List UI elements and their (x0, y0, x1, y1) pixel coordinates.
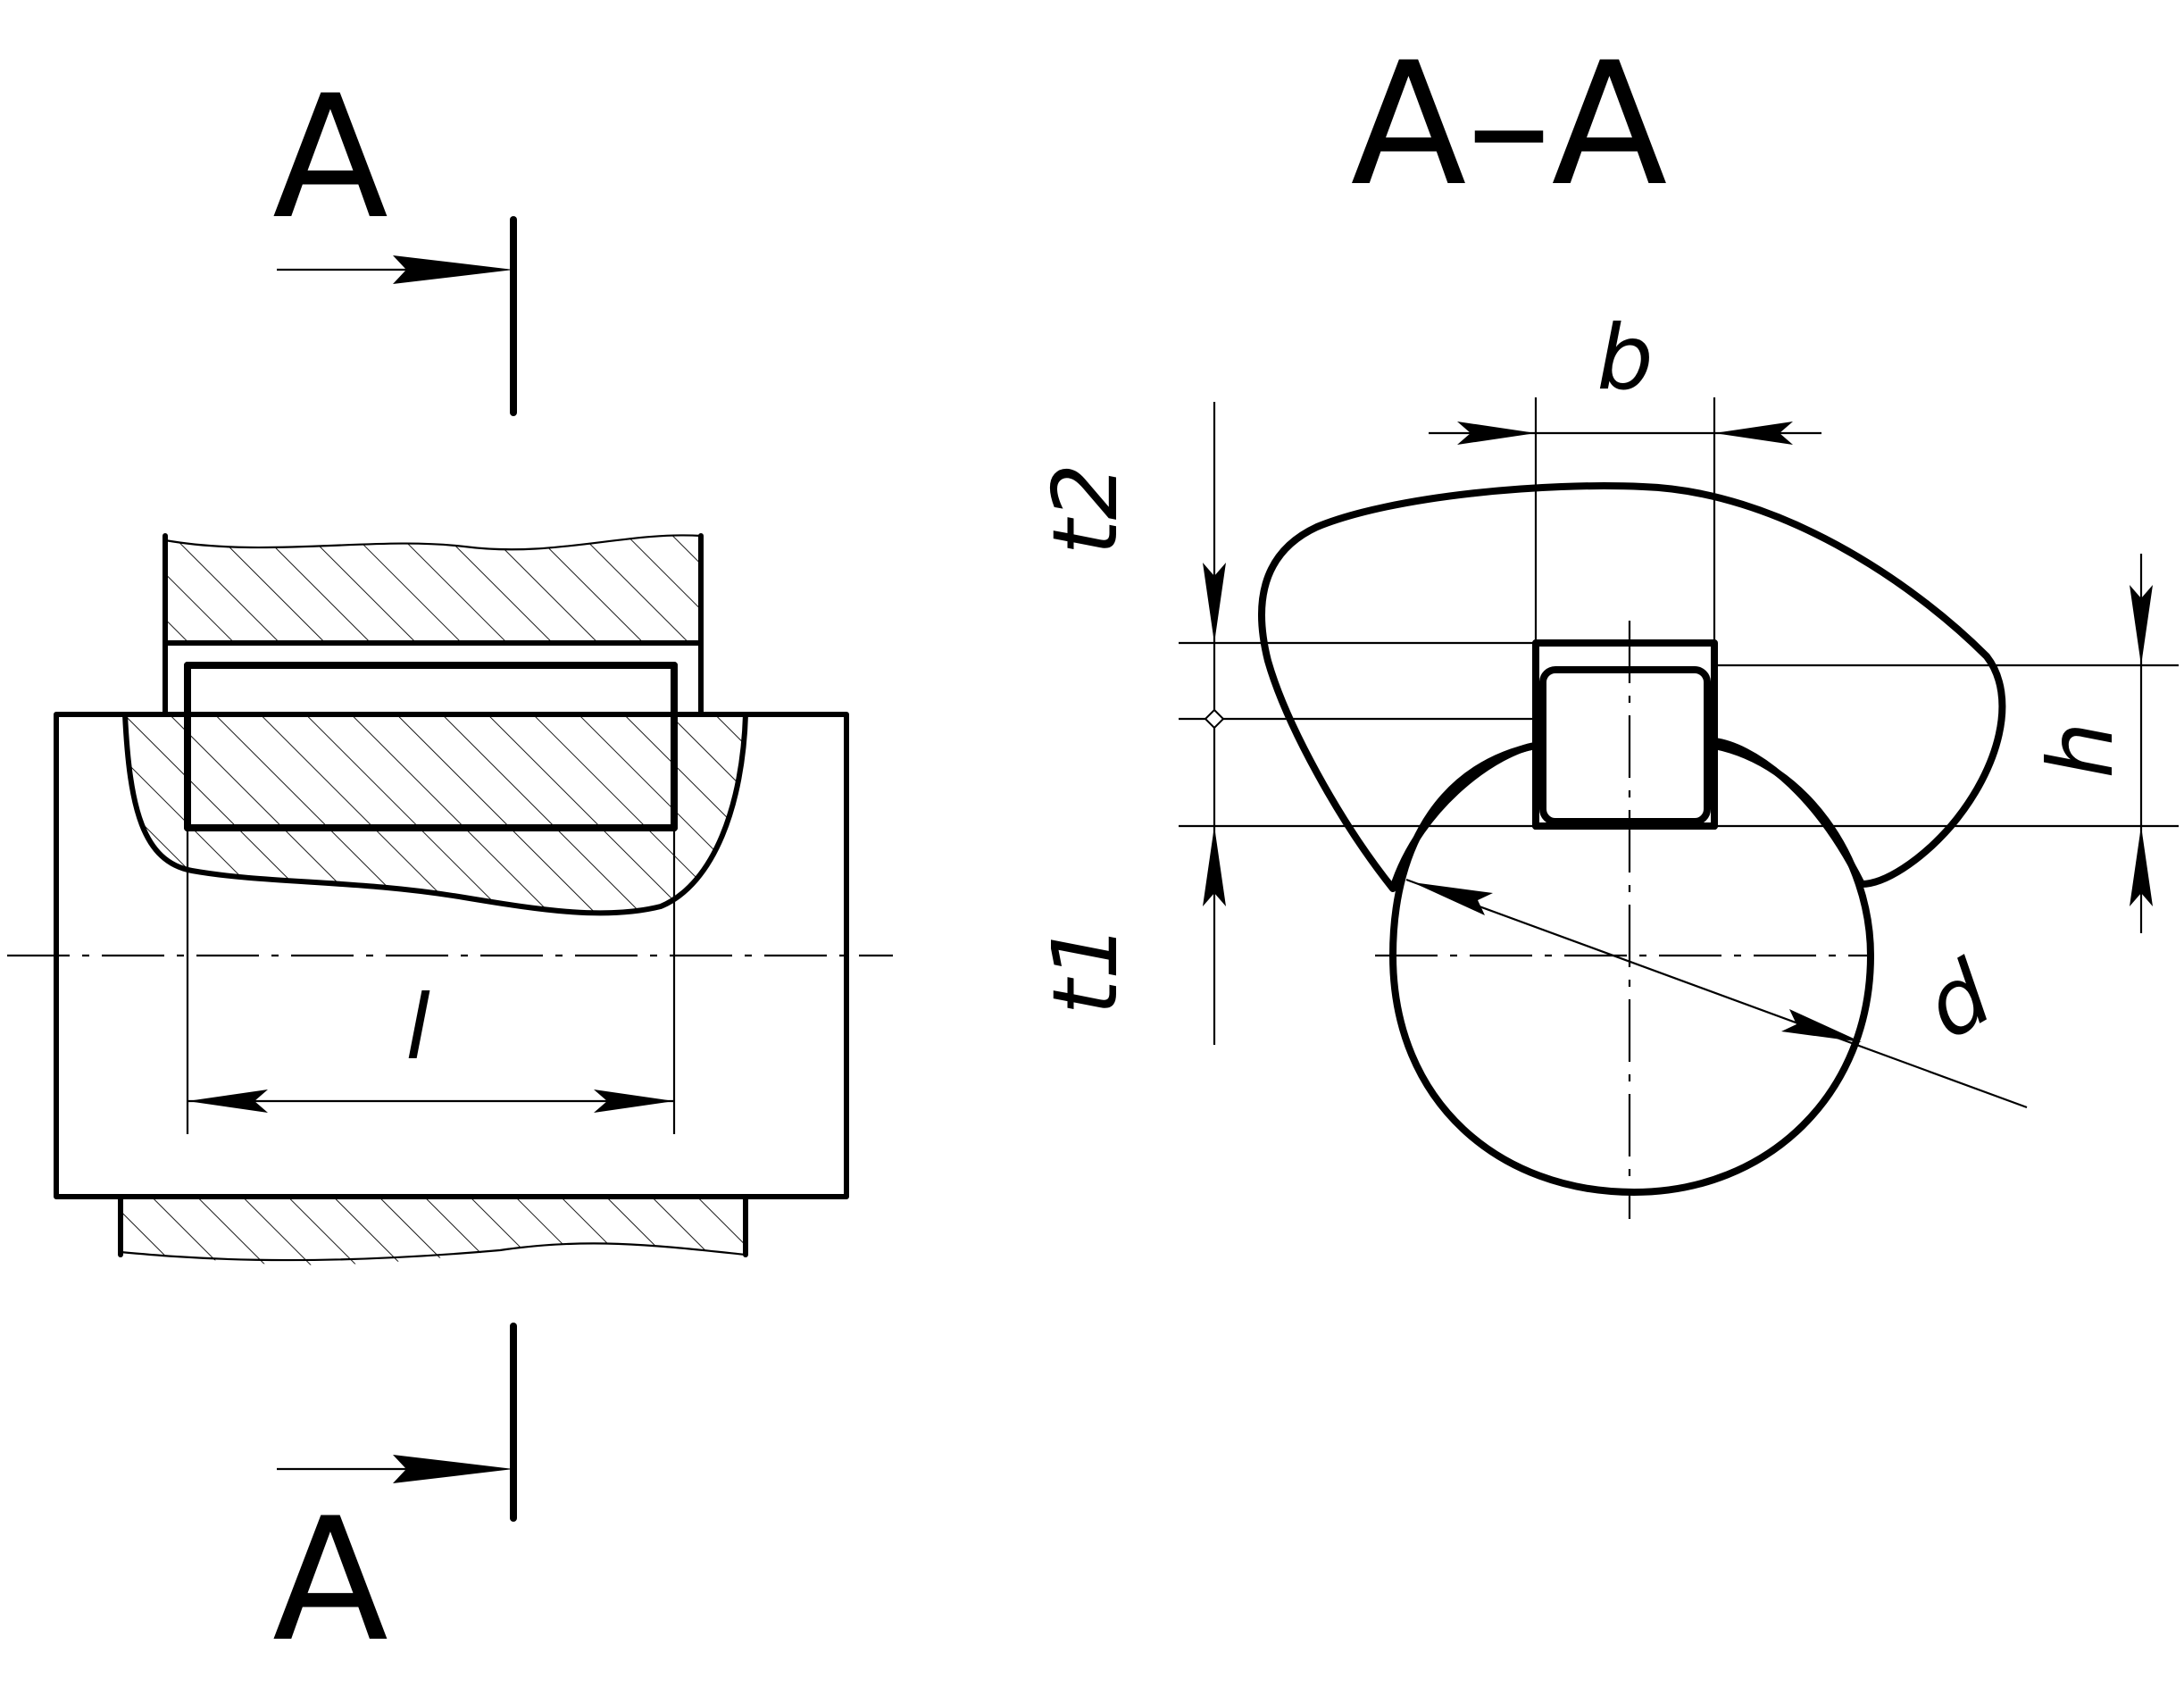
keyseat-break-line (122, 712, 748, 916)
dimension-length (186, 828, 676, 1134)
section-cut-bottom (277, 1323, 517, 1522)
section-title: A–A (1351, 26, 1668, 223)
dimension-diameter (1405, 878, 2028, 1109)
section-label-bottom: A (272, 1482, 388, 1679)
key-cross-section (1532, 639, 1718, 830)
label-length: l (405, 975, 430, 1080)
hub-upper-section (165, 535, 701, 643)
label-shaft-depth: t1 (1033, 923, 1138, 1015)
dimension-keyseat-depths (1179, 402, 1536, 1045)
dimension-key-width (1429, 397, 1821, 643)
label-key-height: h (2029, 722, 2133, 778)
section-label-top: A (272, 59, 388, 256)
label-diameter: d (1907, 940, 2009, 1059)
hub-lower-section (121, 1197, 746, 1265)
shaft-keyseat-section (125, 714, 746, 914)
label-hub-depth: t2 (1033, 463, 1138, 555)
shaft-cross-section (1389, 742, 1874, 1196)
section-cut-top (277, 216, 517, 416)
hub-upper-break-line (164, 534, 702, 551)
dimension-key-height (1714, 554, 2179, 933)
side-view: A A (7, 59, 893, 1679)
hub-lower-break-line (120, 1242, 746, 1262)
label-key-width: b (1596, 305, 1653, 410)
section-view: A–A b h (1033, 26, 2179, 1219)
key-chamfer-inner (1539, 666, 1711, 825)
hub-cross-section (1257, 482, 2006, 892)
